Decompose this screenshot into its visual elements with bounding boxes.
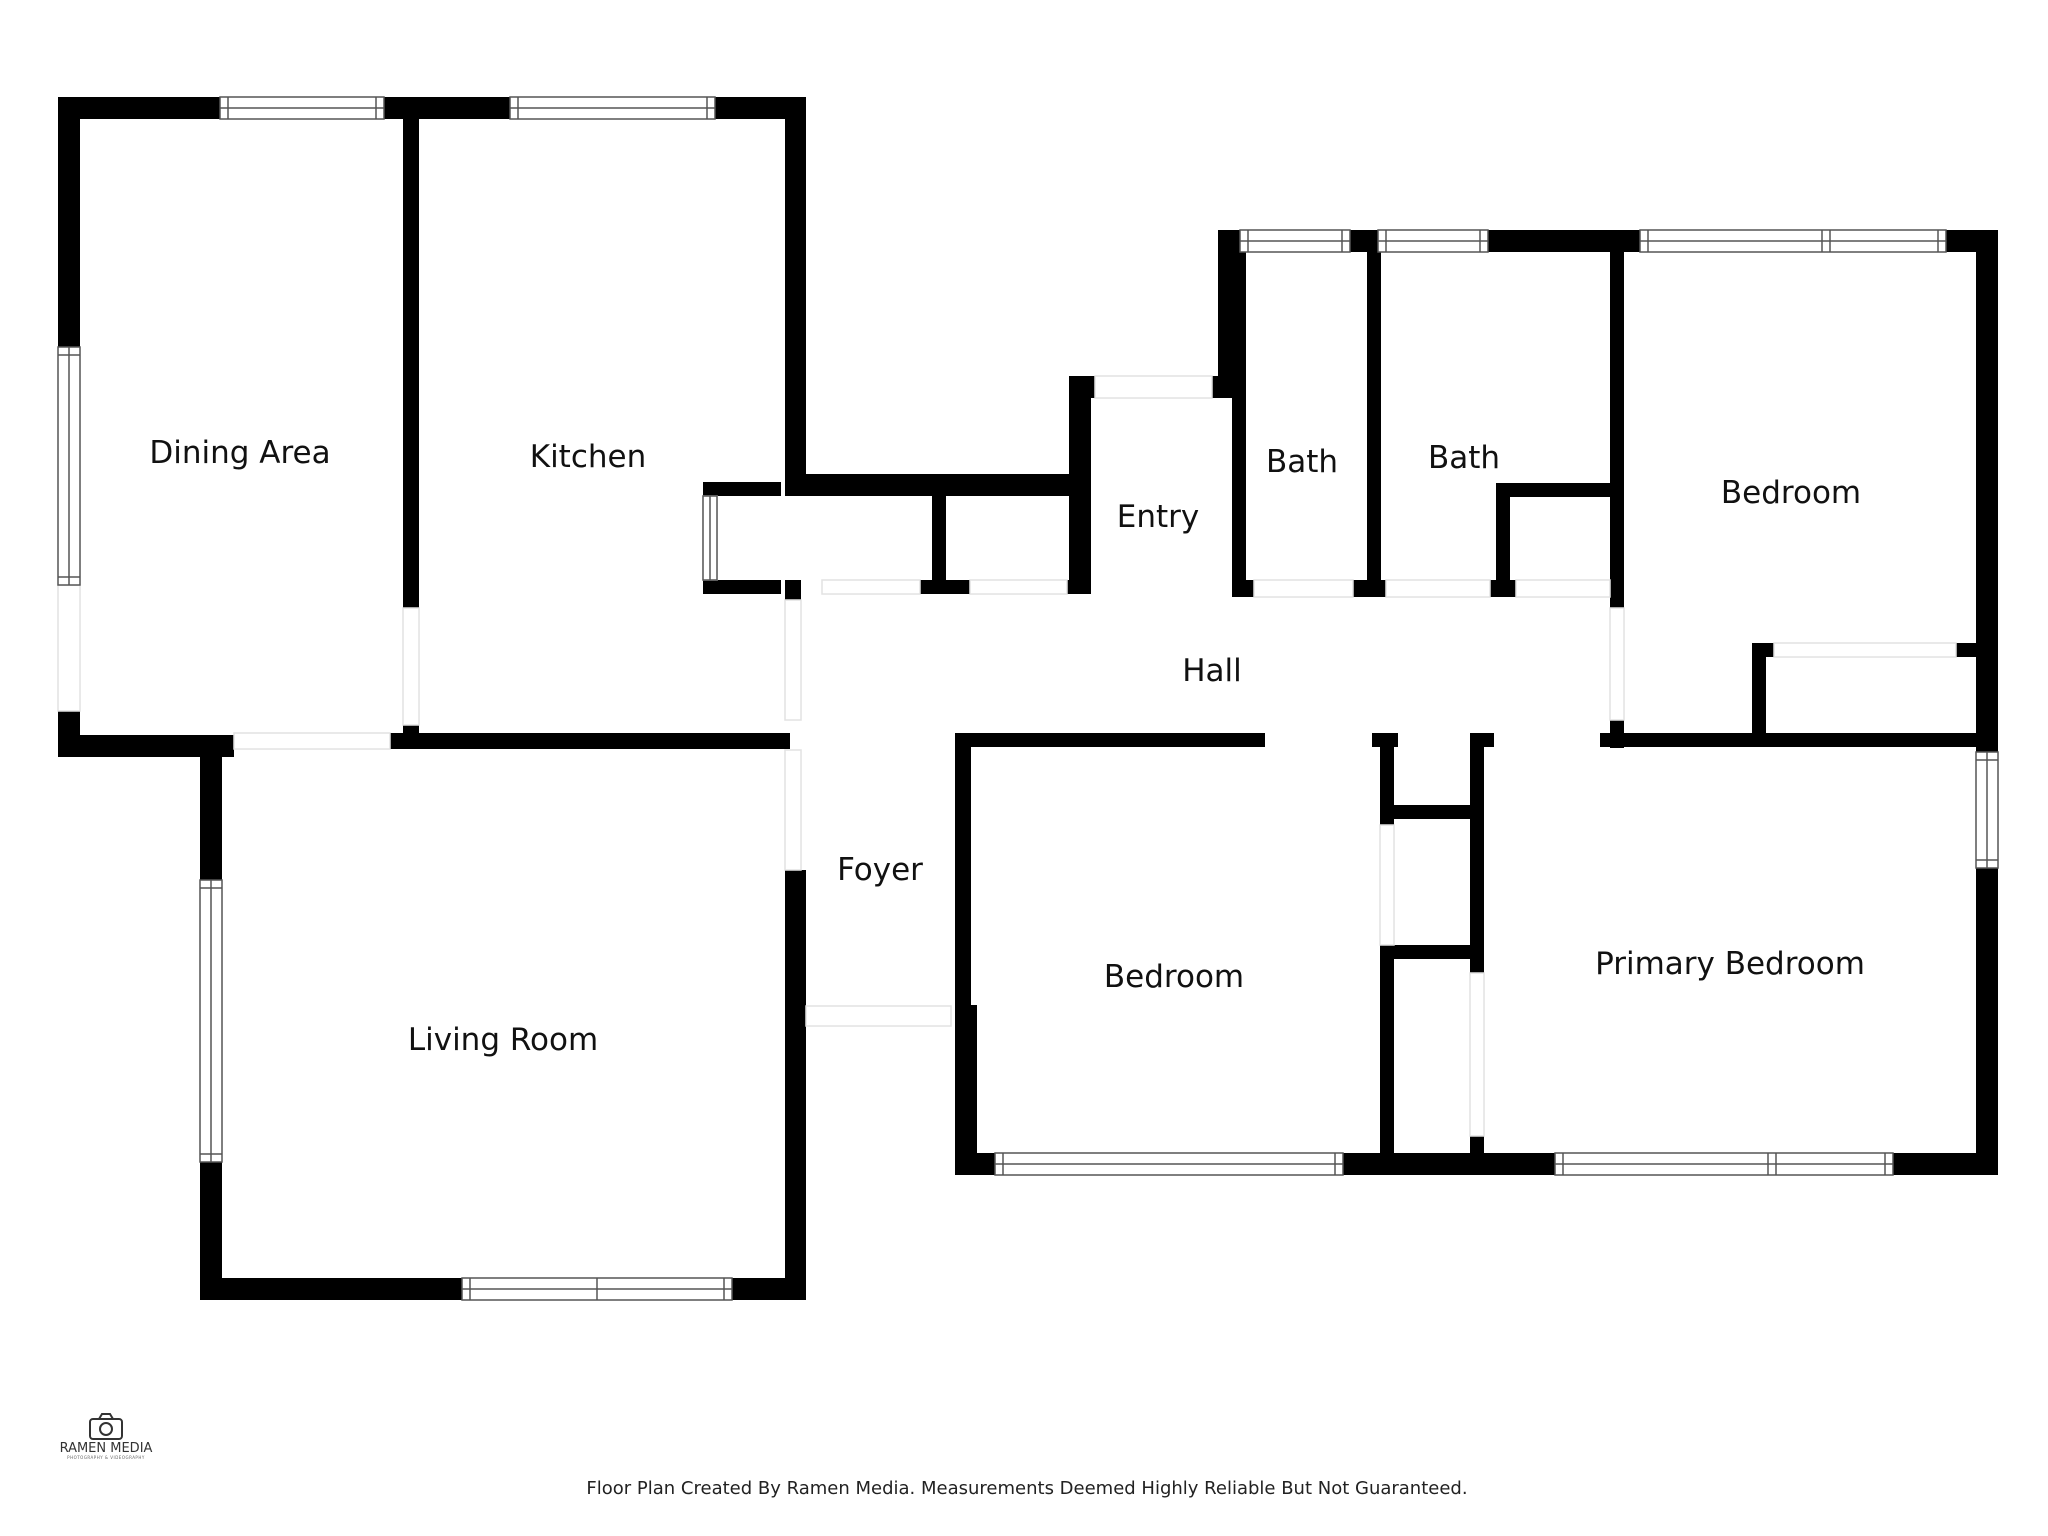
wall — [1976, 868, 1998, 1175]
door-opening — [969, 579, 1068, 595]
window — [1239, 229, 1351, 253]
wall — [955, 1005, 977, 1175]
wall — [1600, 733, 1998, 747]
window — [1975, 751, 1999, 869]
room-label-living-room: Living Room — [408, 1022, 598, 1058]
wall — [390, 733, 790, 749]
room-labels: Dining Area Kitchen Entry Bath Bath Bedr… — [149, 435, 1865, 1058]
wall — [1232, 230, 1246, 597]
wall — [1067, 580, 1091, 594]
wall — [1069, 376, 1095, 398]
logo-name: RAMEN MEDIA — [60, 1441, 153, 1456]
wall — [1353, 580, 1386, 597]
door-opening — [57, 584, 81, 712]
wall — [785, 580, 801, 600]
door-opening — [1609, 607, 1625, 721]
door-opening — [233, 732, 391, 750]
wall — [200, 1162, 222, 1300]
wall — [1367, 230, 1381, 597]
room-label-kitchen: Kitchen — [530, 439, 647, 475]
walls — [58, 97, 1998, 1300]
door-opening — [1773, 642, 1957, 658]
wall — [1496, 483, 1510, 597]
wall — [1380, 945, 1484, 959]
door-opening — [402, 607, 420, 726]
door-opening — [1253, 579, 1354, 598]
room-label-foyer: Foyer — [837, 852, 923, 888]
door-opening — [1094, 375, 1213, 399]
door-opening — [1385, 579, 1491, 598]
wall — [1496, 483, 1614, 497]
footer-disclaimer: Floor Plan Created By Ramen Media. Measu… — [586, 1478, 1467, 1499]
door-opening — [784, 749, 802, 871]
wall — [1380, 733, 1394, 825]
wall — [955, 733, 1265, 747]
door-opening — [784, 599, 802, 721]
wall — [1470, 733, 1484, 973]
wall — [1956, 643, 1986, 657]
wall — [1976, 230, 1998, 752]
wall — [785, 474, 1075, 496]
window — [461, 1277, 733, 1301]
wall — [1752, 643, 1774, 657]
wall — [1380, 945, 1394, 1175]
wall — [58, 735, 234, 757]
window — [57, 346, 81, 586]
wall — [785, 97, 806, 481]
wall — [200, 749, 222, 880]
wall — [955, 733, 971, 1013]
window — [199, 879, 223, 1163]
wall — [703, 580, 781, 594]
wall — [920, 580, 970, 594]
window — [994, 1152, 1344, 1176]
room-label-dining-area: Dining Area — [149, 435, 330, 471]
wall — [403, 97, 419, 608]
room-label-entry: Entry — [1117, 499, 1199, 535]
room-label-bath: Bath — [1428, 440, 1500, 476]
wall — [58, 97, 80, 347]
room-label-hall: Hall — [1182, 653, 1242, 689]
room-label-bath: Bath — [1266, 444, 1338, 480]
camera-icon — [89, 1413, 123, 1440]
window — [702, 495, 718, 581]
wall — [1069, 376, 1091, 594]
wall — [1752, 643, 1766, 735]
door-opening — [805, 1005, 952, 1027]
door-opening — [1515, 579, 1611, 598]
wall — [785, 870, 806, 1300]
window — [1554, 1152, 1894, 1176]
room-label-primary-bedroom: Primary Bedroom — [1595, 946, 1865, 982]
wall — [703, 482, 781, 496]
room-label-bedroom: Bedroom — [1104, 959, 1244, 995]
wall — [1610, 230, 1624, 608]
door-opening — [821, 579, 921, 595]
window — [1639, 229, 1947, 253]
window — [509, 96, 716, 120]
windows — [57, 96, 1999, 1301]
window — [1377, 229, 1489, 253]
window — [219, 96, 385, 120]
room-label-bedroom: Bedroom — [1721, 475, 1861, 511]
wall — [1232, 580, 1254, 597]
ramen-media-logo: RAMEN MEDIA PHOTOGRAPHY & VIDEOGRAPHY — [60, 1413, 153, 1460]
door-opening — [1469, 972, 1485, 1137]
wall — [1380, 805, 1484, 819]
logo-tagline: PHOTOGRAPHY & VIDEOGRAPHY — [67, 1455, 145, 1460]
wall — [932, 474, 946, 594]
wall — [1470, 1136, 1484, 1175]
door-opening — [1379, 824, 1395, 946]
